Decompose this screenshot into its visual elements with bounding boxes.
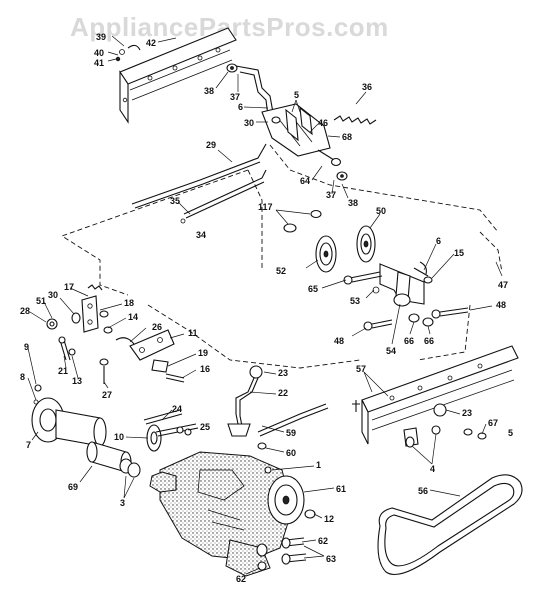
callout-14: 14 xyxy=(128,312,138,322)
callout-37-top: 37 xyxy=(230,92,240,102)
callout-30-top: 30 xyxy=(244,118,254,128)
input-pulley xyxy=(256,475,316,571)
callout-35: 35 xyxy=(170,196,180,206)
callout-4: 4 xyxy=(430,464,435,474)
callout-40: 40 xyxy=(94,48,104,58)
callout-50: 50 xyxy=(376,206,386,216)
callout-60: 60 xyxy=(286,448,296,458)
callout-34: 34 xyxy=(196,230,206,240)
left-axle-hub xyxy=(31,397,141,478)
callout-6-top: 6 xyxy=(238,102,243,112)
lift-lever-assembly xyxy=(226,63,377,181)
callout-13: 13 xyxy=(72,376,82,386)
control-rods xyxy=(131,143,267,224)
callout-26: 26 xyxy=(152,322,162,332)
callout-6-right: 6 xyxy=(436,236,441,246)
frame-rail-top xyxy=(115,27,237,124)
callout-48-left: 48 xyxy=(334,336,344,346)
callout-10: 10 xyxy=(114,432,124,442)
callout-54: 54 xyxy=(386,346,396,356)
callout-67: 67 xyxy=(488,418,498,428)
callout-9: 9 xyxy=(24,342,29,352)
brake-pulley-and-levers xyxy=(143,409,199,452)
callout-37-mid: 37 xyxy=(326,190,336,200)
callout-22: 22 xyxy=(278,388,288,398)
callout-69: 69 xyxy=(68,482,78,492)
callout-59: 59 xyxy=(286,428,296,438)
leader-lines xyxy=(27,35,503,575)
callout-15: 15 xyxy=(454,248,464,258)
callout-52: 52 xyxy=(276,266,286,276)
callout-62-bottom: 62 xyxy=(236,574,246,584)
callout-16: 16 xyxy=(200,364,210,374)
idler-pulleys xyxy=(283,209,469,331)
transaxle xyxy=(149,451,293,577)
callout-38-top: 38 xyxy=(204,86,214,96)
callout-30-left: 30 xyxy=(48,290,58,300)
callout-46: 46 xyxy=(318,118,328,128)
drive-belt xyxy=(377,474,523,576)
brake-linkage-cluster xyxy=(34,284,185,392)
callout-11: 11 xyxy=(188,328,198,338)
shift-lever xyxy=(227,365,329,450)
callout-5-right: 5 xyxy=(508,428,513,438)
callout-12: 12 xyxy=(324,514,334,524)
callout-23-top: 23 xyxy=(278,368,288,378)
callout-18: 18 xyxy=(124,298,134,308)
reference-dashed-lines xyxy=(60,144,503,369)
frame-rail-right xyxy=(352,345,519,448)
callout-65: 65 xyxy=(308,284,318,294)
callout-117: 117 xyxy=(258,202,273,212)
callout-19: 19 xyxy=(198,348,208,358)
callout-5-top: 5 xyxy=(294,90,299,100)
callout-8: 8 xyxy=(20,372,25,382)
callout-25: 25 xyxy=(200,422,210,432)
callout-61: 61 xyxy=(336,484,346,494)
callout-41: 41 xyxy=(94,58,104,68)
callout-66-a: 66 xyxy=(404,336,414,346)
callout-7: 7 xyxy=(26,440,31,450)
callout-1: 1 xyxy=(316,460,321,470)
callout-48-right: 48 xyxy=(496,300,506,310)
callout-36: 36 xyxy=(362,82,372,92)
callout-51: 51 xyxy=(36,296,46,306)
part-callouts: 39 40 41 42 38 37 6 30 5 46 36 68 29 64 … xyxy=(20,32,513,584)
callout-24: 24 xyxy=(172,404,182,414)
callout-66-b: 66 xyxy=(424,336,434,346)
callout-57: 57 xyxy=(356,364,366,374)
callout-28: 28 xyxy=(20,306,30,316)
callout-64: 64 xyxy=(300,176,310,186)
callout-38-mid: 38 xyxy=(348,198,358,208)
callout-39: 39 xyxy=(96,32,106,42)
callout-62-right: 62 xyxy=(318,536,328,546)
callout-23-right: 23 xyxy=(462,408,472,418)
callout-47: 47 xyxy=(498,280,508,290)
callout-3: 3 xyxy=(120,498,125,508)
callout-17: 17 xyxy=(64,282,74,292)
callout-63: 63 xyxy=(326,554,336,564)
callout-56: 56 xyxy=(418,486,428,496)
callout-21: 21 xyxy=(58,366,68,376)
callout-29: 29 xyxy=(206,140,216,150)
callout-68: 68 xyxy=(342,132,352,142)
callout-27: 27 xyxy=(102,390,112,400)
callout-42: 42 xyxy=(146,38,156,48)
callout-53: 53 xyxy=(350,296,360,306)
